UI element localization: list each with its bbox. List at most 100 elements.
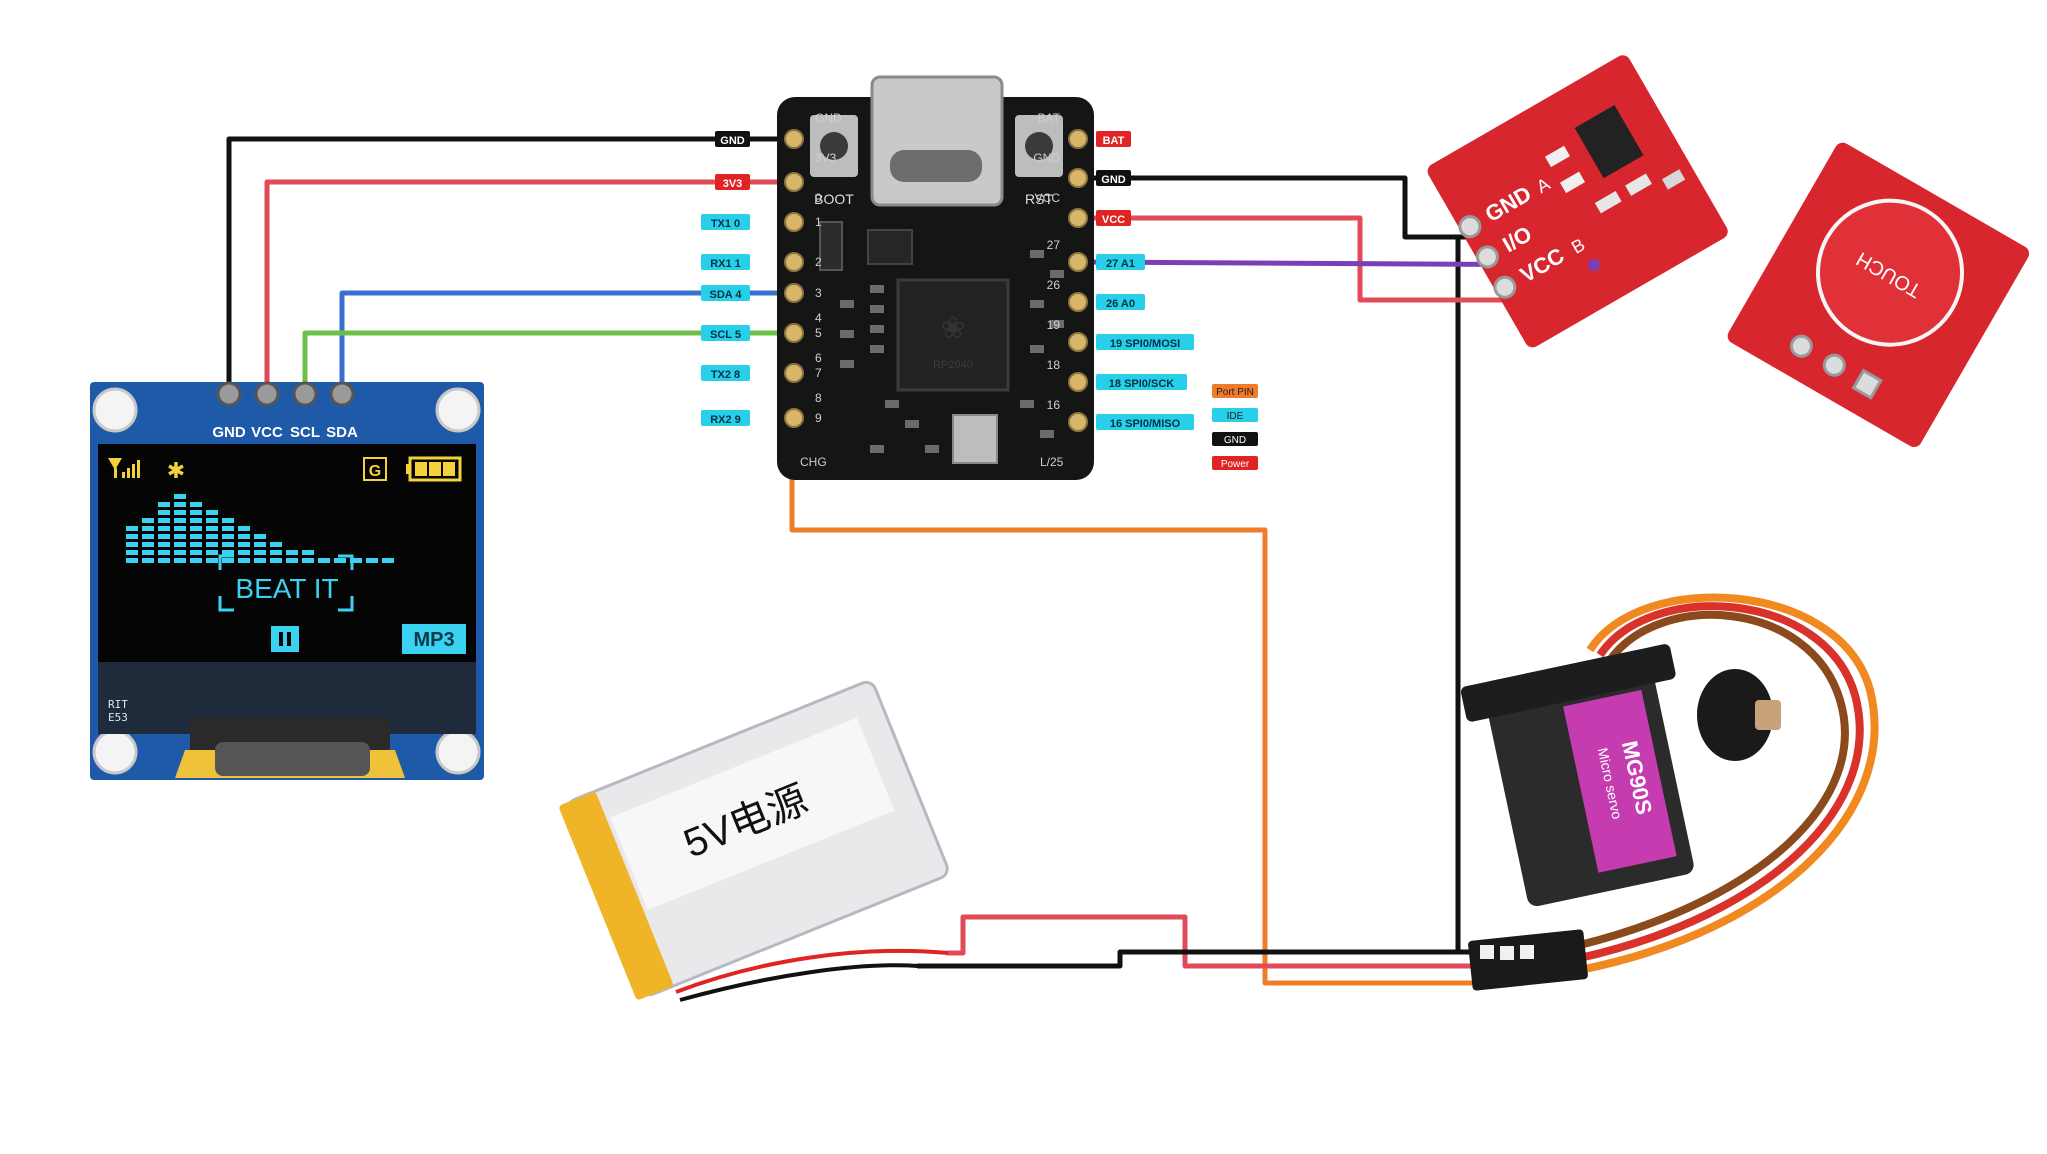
battery-lead-red [675,948,949,994]
equalizer-bar-segment [222,518,234,523]
mcu-left-silk-label: 7 [815,366,822,380]
equalizer-bar-segment [174,550,186,555]
smd-part [840,330,854,338]
oled-display-module: GND VCC SCL SDA ✱ G [90,381,484,780]
equalizer-bar-segment [270,558,282,563]
signal-icon [108,458,140,478]
legend-label: IDE [1227,411,1244,422]
mcu-left-tag-label: 3V3 [723,178,743,190]
mcu-left-silk-label: 4 [815,311,822,325]
equalizer-icon [126,494,394,563]
equalizer-bar-segment [254,550,266,555]
mcu-left-pad [784,408,804,428]
servo-cable-brown [1579,610,1849,949]
equalizer-bar-segment [238,534,250,539]
header-pin [292,381,318,407]
equalizer-bar-segment [190,558,202,563]
equalizer-bar-segment [142,526,154,531]
touch-led [1661,169,1686,190]
equalizer-bar-segment [174,510,186,515]
touch-pin-gnd [1458,215,1482,239]
boot-button-cap[interactable] [820,132,848,160]
equalizer-bar-segment [190,550,202,555]
rp2040-chip [896,278,1010,392]
mcu-left-tag-bg [715,174,750,190]
flex-cable-window [215,742,370,776]
oled-pin-label-gnd: GND [212,424,246,441]
smd-part [840,360,854,368]
mount-hole [435,729,481,775]
equalizer-bar-segment [158,550,170,555]
mcu-left-silk-label: 6 [815,351,822,365]
equalizer-bar-segment [126,534,138,539]
chg-label: CHG [800,455,827,469]
equalizer-bar-segment [222,542,234,547]
mcu-left-silk-label: 2 [815,255,822,269]
equalizer-bar-segment [142,550,154,555]
connector-pin [1480,945,1494,959]
equalizer-bar-segment [222,550,234,555]
mcu-left-pad [784,212,804,232]
equalizer-bar-segment [286,558,298,563]
touch-smd [1545,145,1571,168]
equalizer-bar-segment [254,558,266,563]
wire-oled-sda [339,290,783,393]
mcu-right-pad [1068,129,1088,149]
touch-pad[interactable] [1792,174,1989,371]
smd-part [1030,345,1044,353]
equalizer-bar-segment [126,526,138,531]
legend-swatch [1212,456,1258,470]
equalizer-bar-segment [206,510,218,515]
equalizer-bar-segment [142,518,154,523]
smd-part [1040,430,1054,438]
mcu-left-silk-label: GND [815,111,842,125]
equalizer-bar-segment [190,534,202,539]
header-pin [254,381,280,407]
mcu-right-silk-label: 19 [1047,318,1061,332]
mount-hole [92,729,138,775]
equalizer-bar-segment [286,550,298,555]
equalizer-bar-segment [190,510,202,515]
mcu-left-tag-bg [715,131,750,147]
smd-part [870,305,884,313]
mcu-left-tag-label: TX1 0 [711,218,740,230]
mcu-right-tag-label: GND [1101,174,1126,186]
equalizer-bar-segment [222,526,234,531]
rst-button-cap[interactable] [1025,132,1053,160]
chip-label: RP2040 [933,359,973,371]
mcu-left-tag-bg [701,285,750,301]
servo-cable-red [1579,602,1864,962]
smd-part [840,300,854,308]
mcu-left-tag-label: SDA 4 [710,289,743,301]
servo-mount-tab [1460,644,1676,722]
mcu-left-tag-bg [701,365,750,381]
servo-cable-orange [1579,593,1879,974]
smd-part [1050,270,1064,278]
equalizer-bar-segment [254,542,266,547]
oled-pin-label-sda: SDA [326,424,358,441]
smd-part [885,400,899,408]
oled-silk-text: RIT [108,698,128,711]
equalizer-bar-segment [174,494,186,499]
mcu-right-silk-label: GND [1033,151,1060,165]
usb-c-connector [870,75,1004,207]
smd-part [870,445,884,453]
equalizer-bar-segment [158,502,170,507]
flash-chip [867,229,913,265]
battery-icon [406,456,462,482]
boot-label: BOOT [814,191,854,207]
mode-badge [402,624,466,654]
servo-spline [1755,700,1781,730]
mcu-left-tag-label: RX2 9 [710,414,741,426]
mcu-right-tag-label: 26 A0 [1106,298,1135,310]
mount-hole [435,387,481,433]
connector-pin [1500,946,1514,960]
focus-frame [218,554,354,612]
mcu-right-tag-bg [1096,334,1194,350]
mcu-left-pad [784,252,804,272]
equalizer-bar-segment [334,558,346,563]
equalizer-bar-segment [142,558,154,563]
